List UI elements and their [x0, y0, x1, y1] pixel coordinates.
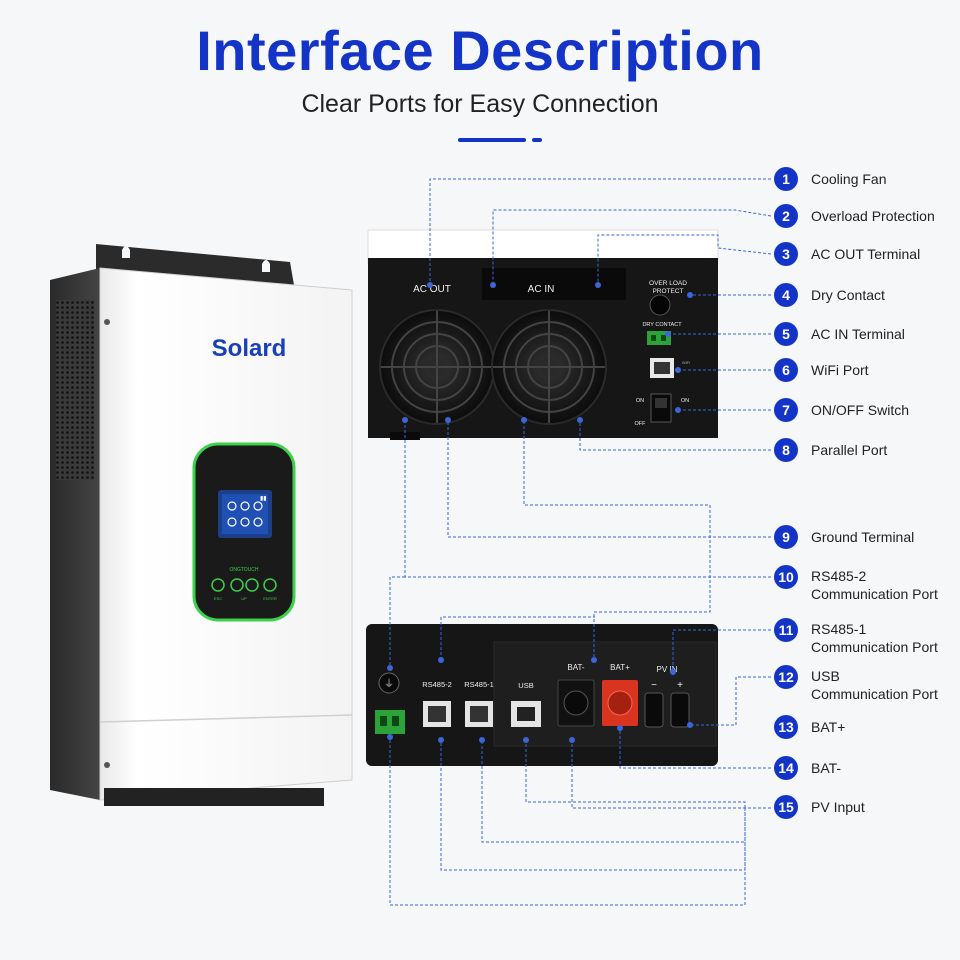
base-foot [104, 788, 324, 806]
fan-left [379, 309, 495, 425]
callout-label-line1: Overload Protection [811, 208, 935, 224]
callout-label-5: AC IN Terminal [811, 325, 905, 343]
pv-minus-connector [644, 692, 664, 728]
callout-label-line2: Communication Port [811, 586, 938, 602]
callout-badge-3: 3 [774, 242, 798, 266]
svg-text:−: − [651, 680, 657, 691]
callout-label-line1: Parallel Port [811, 442, 888, 458]
callout-label-line1: BAT+ [811, 719, 846, 735]
brand-logo: Solard [212, 335, 287, 362]
top-panel: AC OUT AC IN OVER LOAD PROTECT DRY CONTA… [367, 229, 719, 440]
callout-label-line1: RS485-1 [811, 621, 867, 637]
callout-badge-1: 1 [774, 167, 798, 191]
fan-right [491, 309, 607, 425]
parallel-terminal [375, 710, 405, 734]
callout-badge-15: 15 [774, 795, 798, 819]
down-button [245, 578, 259, 592]
callout-badge-7: 7 [774, 398, 798, 422]
callout-label-line1: WiFi Port [811, 362, 869, 378]
esc-button [211, 578, 225, 592]
callout-label-line1: USB [811, 668, 840, 684]
enter-button [263, 578, 277, 592]
callout-label-line1: RS485-2 [811, 568, 867, 584]
svg-text:ESC: ESC [214, 596, 222, 601]
overload-breaker [649, 294, 671, 316]
callout-badge-4: 4 [774, 283, 798, 307]
svg-text:ON: ON [636, 398, 644, 404]
callout-label-line1: ON/OFF Switch [811, 402, 910, 418]
callout-label-6: WiFi Port [811, 361, 869, 379]
screen-caption: ONGTOUCH [229, 567, 258, 573]
callout-label-7: ON/OFF Switch [811, 401, 909, 419]
callout-label-12: USB Communication Port [811, 667, 938, 703]
svg-text:⏚: ⏚ [384, 678, 394, 690]
callout-badge-5: 5 [774, 322, 798, 346]
callout-badge-8: 8 [774, 438, 798, 462]
callout-label-4: Dry Contact [811, 286, 885, 304]
svg-text:ENTER: ENTER [263, 596, 277, 601]
callout-label-line1: Ground Terminal [811, 529, 915, 545]
dry-contact-terminal [647, 331, 671, 345]
callout-label-line2: Communication Port [811, 639, 938, 655]
svg-text:UP: UP [241, 596, 247, 601]
callout-badge-14: 14 [774, 756, 798, 780]
callout-label-2: Overload Protection [811, 207, 935, 225]
svg-text:+: + [677, 680, 683, 691]
svg-text:DRY CONTACT: DRY CONTACT [642, 322, 682, 328]
svg-text:ON: ON [681, 398, 689, 404]
title-underline-dot [532, 138, 542, 142]
callout-label-line1: BAT- [811, 760, 842, 776]
callout-label-line2: Communication Port [811, 686, 938, 702]
ac-out-label: AC OUT [413, 284, 451, 295]
ac-in-label: AC IN [528, 284, 555, 295]
callout-label-line1: AC IN Terminal [811, 326, 905, 342]
side-vent-grill [56, 300, 94, 480]
rs485-2-label: RS485-2 [422, 680, 452, 689]
inverter-front: Solard ▮▮ ONGTOUCH ESC UP ENTER [50, 244, 353, 806]
rs485-1-label: RS485-1 [464, 680, 494, 689]
bat-plus-label: BAT+ [610, 663, 630, 672]
callout-label-13: BAT+ [811, 718, 845, 736]
callout-label-8: Parallel Port [811, 441, 887, 459]
callout-label-line1: Dry Contact [811, 287, 885, 303]
callout-badge-13: 13 [774, 715, 798, 739]
callout-label-3: AC OUT Terminal [811, 245, 920, 263]
svg-text:▮▮: ▮▮ [260, 496, 267, 502]
callout-badge-6: 6 [774, 358, 798, 382]
bottom-panel: ⏚ RS485-2 RS485-1 USB BAT- BAT+ PV IN − … [366, 624, 718, 766]
callout-badge-10: 10 [774, 565, 798, 589]
callout-label-14: BAT- [811, 759, 841, 777]
callout-badge-9: 9 [774, 525, 798, 549]
callout-label-15: PV Input [811, 798, 865, 816]
callout-leader-lines [389, 178, 772, 906]
callout-badge-11: 11 [774, 618, 798, 642]
svg-text:OVER LOAD: OVER LOAD [649, 280, 687, 287]
ground-terminal [378, 672, 400, 694]
callout-label-line1: AC OUT Terminal [811, 246, 921, 262]
page-subtitle: Clear Ports for Easy Connection [301, 90, 659, 118]
up-button [230, 578, 244, 592]
bat-minus-label: BAT- [567, 663, 585, 672]
callout-label-line1: PV Input [811, 799, 865, 815]
callout-label-1: Cooling Fan [811, 170, 887, 188]
usb-label: USB [518, 681, 533, 690]
callout-badge-12: 12 [774, 665, 798, 689]
callout-badge-2: 2 [774, 204, 798, 228]
callout-label-line1: Cooling Fan [811, 171, 887, 187]
callout-label-9: Ground Terminal [811, 528, 914, 546]
svg-text:PROTECT: PROTECT [652, 288, 683, 295]
leader-dots [387, 282, 693, 743]
pv-in-label: PV IN [657, 665, 678, 674]
svg-text:WiFi: WiFi [682, 360, 690, 365]
pv-plus-connector [670, 692, 690, 728]
svg-text:OFF: OFF [635, 421, 647, 427]
title-underline [458, 138, 526, 142]
page-title: Interface Description [196, 19, 764, 82]
